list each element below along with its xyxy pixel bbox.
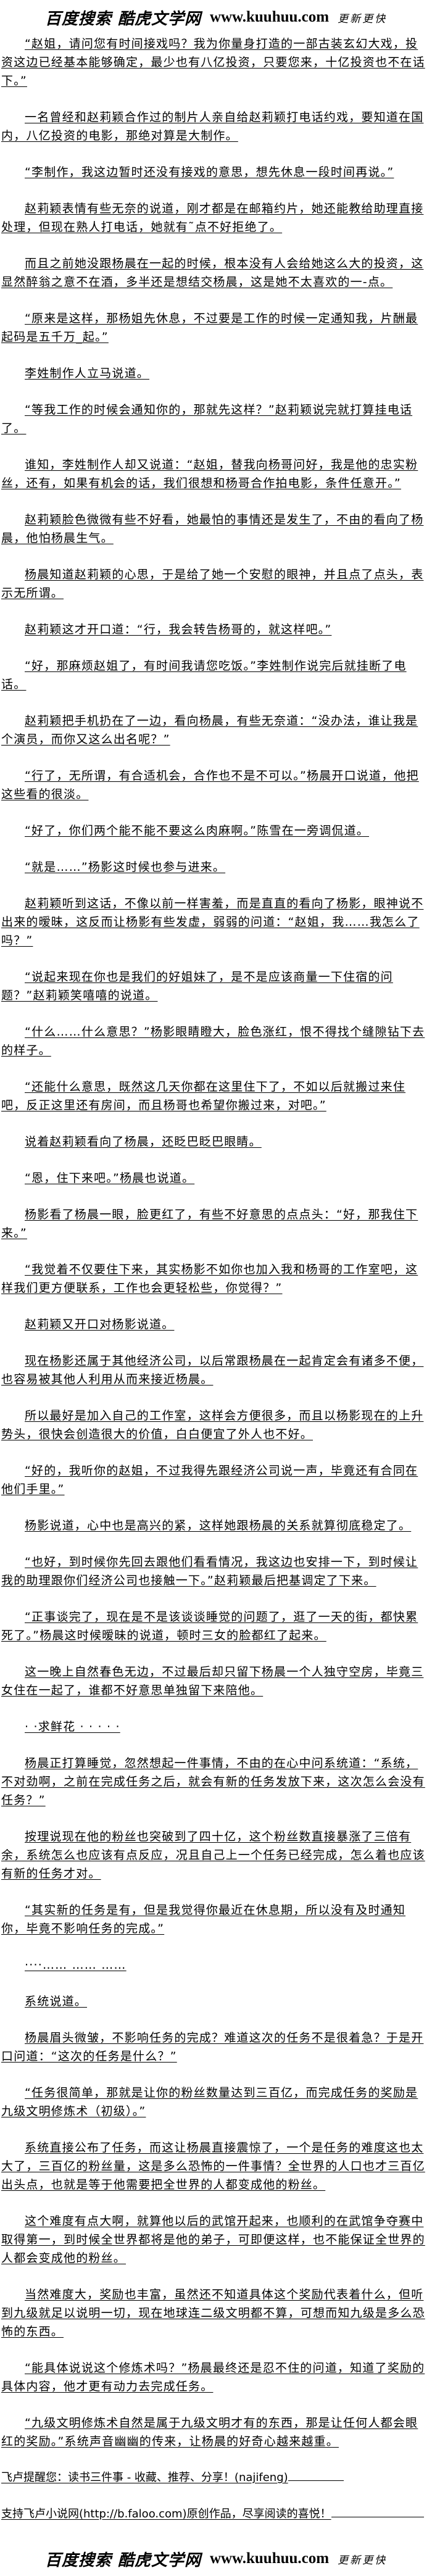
paragraph: 按理说现在他的粉丝也突破到了四十亿，这个粉丝数直接暴涨了三倍有余，系统怎么也应该… <box>1 1830 425 1880</box>
paragraph: “等我工作的时候会通知你的，那就先这样？”赵莉颖说完就打算挂电话了。 <box>1 403 413 435</box>
paragraph: “赵姐，请问您有时间接戏吗？我为你量身打造的一部古装玄幻大戏，投资这边已经基本能… <box>1 37 425 88</box>
paragraph: 杨晨正打算睡觉，忽然想起一件事情，不由的在心中问系统道：“系统，不对劲啊，之前在… <box>1 1756 425 1807</box>
reader-reminder-text: 飞卢提醒您：读书三件事 - 收藏、推荐、分享！(najifeng) <box>1 2471 288 2484</box>
paragraph: “就是……”杨影这时候也参与进来。 <box>25 860 226 874</box>
paragraph: “任务很简单，那就是让你的粉丝数量达到三百亿，而完成任务的奖励是九级文明修炼术（… <box>1 2086 418 2118</box>
support-link-text[interactable]: 支持飞卢小说网(http://b.faloo.com)原创作品，尽享阅读的喜悦！ <box>1 2507 331 2520</box>
site-banner-top: 百度搜索 酷虎文学网 www.kuuhuu.com 更新更快 <box>0 0 432 35</box>
paragraph: 杨晨知道赵莉颖的心思，于是给了她一个安慰的眼神，并且点了点头，表示无所谓。 <box>1 568 424 600</box>
paragraph: “九级文明修炼术自然是属于九级文明才有的东西，那是让任何人都会眼红的奖励。”系统… <box>1 2416 418 2448</box>
paragraph: 李姓制作人立马说道。 <box>25 367 150 380</box>
paragraph: “好，那麻烦赵姐了，有时间我请您吃饭。”李姓制作说完后就挂断了电话。 <box>1 659 407 691</box>
paragraph: “恩，住下来吧。”杨晨也说道。 <box>25 1171 195 1185</box>
paragraph: 一名曾经和赵莉颖合作过的制片人亲自给赵莉颖打电话约戏，要知道在国内，八亿投资的电… <box>1 110 424 143</box>
paragraph: “也好，到时候你先回去跟他们看看情况，我这边也安排一下，到时候让我的助理跟你们经… <box>1 1555 418 1587</box>
site-url[interactable]: www.kuuhuu.com <box>209 2550 330 2567</box>
footer-notes: 飞卢提醒您：读书三件事 - 收藏、推荐、分享！(najifeng) 支持飞卢小说… <box>0 2469 432 2524</box>
paragraph: ····…… …… …… <box>25 1958 127 1972</box>
paragraph: “正事谈完了，现在是不是该谈谈睡觉的问题了，逛了一天的街，都快累死了。”杨晨这时… <box>1 1610 418 1642</box>
paragraph: “原来是这样，那杨姐先休息，不过要是工作的时候一定通知我，片酬最起码是五千万_起… <box>1 312 418 344</box>
paragraph: “其实新的任务是有，但是我觉得你最近在休息期，所以没有及时通知你，毕竟不影响任务… <box>1 1903 406 1935</box>
paragraph: 这个难度有点大啊，就算他以后的武馆开起来，也顺利的在武馆争夺赛中取得第一，到时候… <box>1 2214 425 2265</box>
support-link[interactable]: 支持飞卢小说网(http://b.faloo.com)原创作品，尽享阅读的喜悦！ <box>1 2505 428 2524</box>
paragraph: 这一晚上自然春色无边，不过最后却只留下杨晨一个人独守空房，毕竟三女住在一起了，谁… <box>1 1665 424 1697</box>
site-tagline: 更新更快 <box>338 2554 388 2567</box>
paragraph: 说着赵莉颖看向了杨晨，还眨巴眨巴眼睛。 <box>25 1135 262 1149</box>
paragraph: 所以最好是加入自己的工作室，这样会方便很多，而且以杨影现在的上升势头，很快会创造… <box>1 1409 424 1441</box>
site-name: 百度搜索 酷虎文学网 <box>44 2551 201 2570</box>
paragraph: “好了，你们两个能不能不要这么肉麻啊。”陈雪在一旁调侃道。 <box>25 824 369 837</box>
paragraph: “还能什么意思，既然这几天你都在这里住下了，不如以后就搬过来住吧，反正这里还有房… <box>1 1080 406 1112</box>
paragraph: 赵莉颖这才开口道：“行，我会转告杨哥的，就这样吧。” <box>25 623 332 636</box>
paragraph: “行了，无所谓，有合适机会，合作也不是不可以。”杨晨开口说道，他把这些看的很淡。 <box>1 769 419 801</box>
paragraph: 赵莉颖把手机扔在了一边，看向杨晨，有些无奈道：“没办法，谁让我是个演员，而你又这… <box>1 714 418 746</box>
paragraph: “李制作，我这边暂时还没有接戏的意思，想先休息一段时间再说。” <box>25 165 394 179</box>
paragraph: “我觉着不仅要住下来，其实杨影不如你也加入我和杨哥的工作室吧，这样我们更方便联系… <box>1 1263 418 1295</box>
paragraph: “好的，我听你的赵姐，不过我得先跟经济公司说一声，毕竟还有合同在他们手里。” <box>1 1464 418 1496</box>
paragraph: 赵莉颖听到这话，不像以前一样害羞，而是直直的看向了杨影，眼神说不出来的暧昧，这反… <box>1 897 424 947</box>
paragraph: 现在杨影还属于其他经济公司，以后常跟杨晨在一起肯定会有诸多不便，也容易被其他人利… <box>1 1354 424 1386</box>
paragraph: 赵莉颖表情有些无奈的说道，刚才都是在邮箱约片，她还能教给助理直接处理，但现在熟人… <box>1 202 424 234</box>
paragraph: “能具体说说这个修炼术吗？”杨晨最终还是忍不住的问道，知道了奖励的具体内容，他才… <box>1 2361 425 2393</box>
paragraph: 赵莉颖又开口对杨影说道。 <box>25 1318 175 1331</box>
paragraph: 杨影看了杨晨一眼，脸更红了，有些不好意思的点点头：“好，那我住下来。” <box>1 1208 418 1240</box>
paragraph: 赵莉颖脸色微微有些不好看，她最怕的事情还是发生了，不由的看向了杨晨，他怕杨晨生气… <box>1 513 424 545</box>
paragraph: “什么……什么意思？”杨影眼睛瞪大，脸色涨红，恨不得找个缝隙钻下去的样子。 <box>1 1025 425 1057</box>
site-tagline: 更新更快 <box>338 12 388 25</box>
paragraph: “说起来现在你也是我们的好姐妹了，是不是应该商量一下住宿的问题？”赵莉颖笑嘻嘻的… <box>1 970 393 1002</box>
paragraph: 而且之前她没跟杨晨在一起的时候，根本没有人会给她这么大的投资，这显然醉翁之意不在… <box>1 257 424 289</box>
paragraph: · ·求鲜花 · · · · · <box>25 1720 120 1734</box>
paragraph: 杨影说道，心中也是高兴的紧，这样她跟杨晨的关系就算彻底稳定了。 <box>25 1519 412 1532</box>
chapter-content: “赵姐，请问您有时间接戏吗？我为你量身打造的一部古装玄幻大戏，投资这边已经基本能… <box>0 35 432 2451</box>
paragraph: 当然难度大，奖励也丰富，虽然还不知道具体这个奖励代表着什么，但听到九级就足以说明… <box>1 2288 425 2338</box>
paragraph: 谁知，李姓制作人却又说道：“赵姐，替我向杨哥问好，我是他的忠实粉丝，还有，如果有… <box>1 458 418 490</box>
site-banner-bottom: 百度搜索 酷虎文学网 www.kuuhuu.com 更新更快 <box>0 2541 432 2576</box>
site-name: 百度搜索 酷虎文学网 <box>44 9 201 28</box>
paragraph: 系统说道。 <box>25 1995 88 2008</box>
site-url[interactable]: www.kuuhuu.com <box>209 9 330 25</box>
paragraph: 杨晨眉头微皱，不影响任务的完成？难道这次的任务不是很着急？于是开口问道：“这次的… <box>1 2031 424 2063</box>
paragraph: 系统直接公布了任务，而这让杨晨直接震惊了，一个是任务的难度这也太大了，三百亿的粉… <box>1 2141 425 2192</box>
reader-reminder: 飞卢提醒您：读书三件事 - 收藏、推荐、分享！(najifeng) <box>1 2469 428 2487</box>
